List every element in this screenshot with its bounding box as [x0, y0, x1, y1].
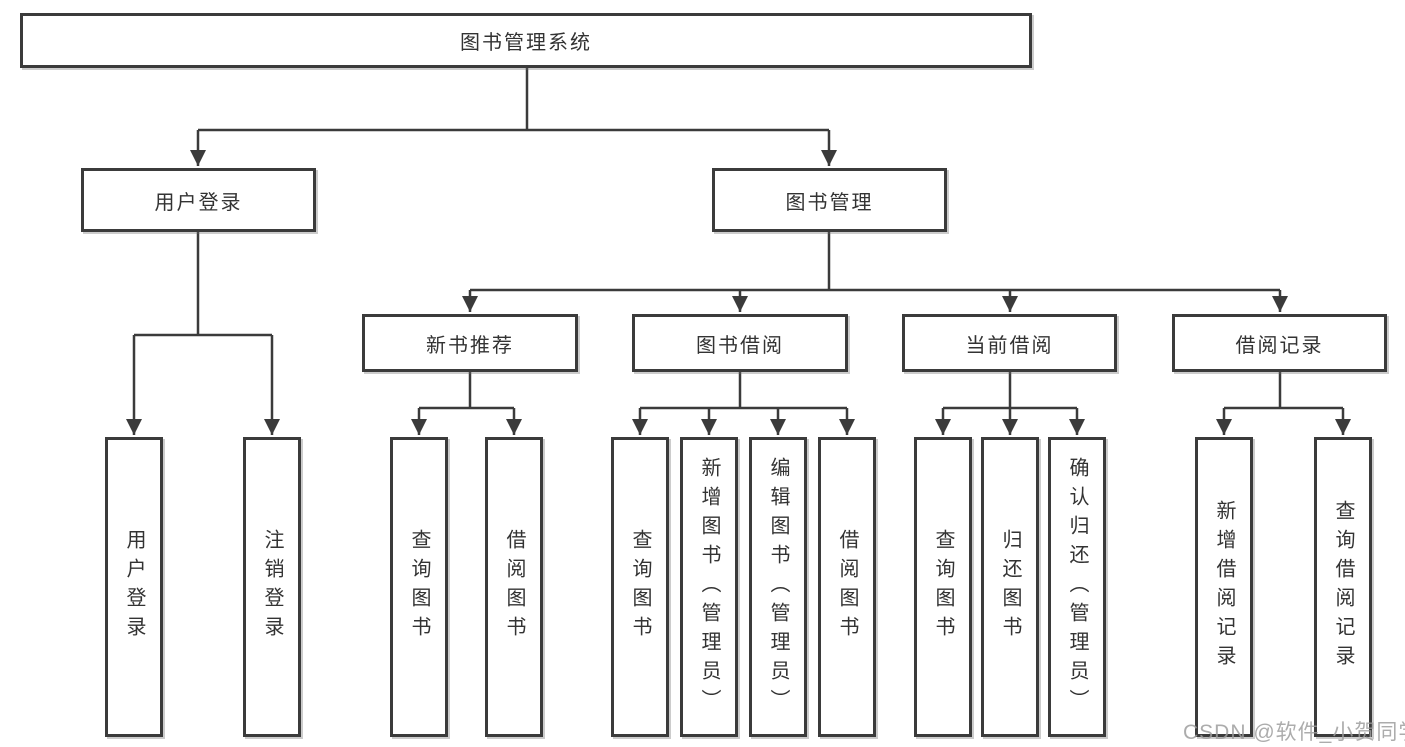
node-root-library-system: 图书管理系统 — [20, 13, 1032, 68]
leaf-label: 查询借阅记录 — [1332, 500, 1354, 674]
leaf-query-borrow-record: 查询借阅记录 — [1314, 437, 1372, 737]
leaf-label: 查询图书 — [629, 529, 651, 645]
leaf-label: 编辑图书（管理员） — [767, 456, 789, 718]
leaf-label: 新增借阅记录 — [1213, 500, 1235, 674]
leaf-user-login: 用户登录 — [105, 437, 163, 737]
leaf-query-books-recommend: 查询图书 — [390, 437, 448, 737]
leaf-label: 注销登录 — [261, 529, 283, 645]
leaf-logout: 注销登录 — [243, 437, 301, 737]
csdn-watermark: CSDN @软件_小贺同学 — [1183, 721, 1405, 744]
leaf-label: 查询图书 — [932, 529, 954, 645]
leaf-label: 用户登录 — [123, 529, 145, 645]
node-new-book-recommend: 新书推荐 — [362, 314, 578, 372]
leaf-label: 查询图书 — [408, 529, 430, 645]
leaf-borrow-books-recommend: 借阅图书 — [485, 437, 543, 737]
leaf-label: 借阅图书 — [503, 529, 525, 645]
node-current-borrowing: 当前借阅 — [902, 314, 1117, 372]
leaf-label: 新增图书（管理员） — [698, 456, 720, 718]
leaf-label: 确认归还（管理员） — [1066, 456, 1088, 718]
leaf-add-borrow-record: 新增借阅记录 — [1195, 437, 1253, 737]
leaf-edit-book-admin: 编辑图书（管理员） — [749, 437, 807, 737]
node-book-borrowing: 图书借阅 — [632, 314, 848, 372]
leaf-confirm-return-admin: 确认归还（管理员） — [1048, 437, 1106, 737]
leaf-query-books-borrow: 查询图书 — [611, 437, 669, 737]
leaf-borrow-books: 借阅图书 — [818, 437, 876, 737]
leaf-label: 归还图书 — [999, 529, 1021, 645]
leaf-query-books-current: 查询图书 — [914, 437, 972, 737]
leaf-label: 借阅图书 — [836, 529, 858, 645]
leaf-return-book: 归还图书 — [981, 437, 1039, 737]
node-borrowing-records: 借阅记录 — [1172, 314, 1387, 372]
leaf-add-book-admin: 新增图书（管理员） — [680, 437, 738, 737]
node-book-management: 图书管理 — [712, 168, 947, 232]
node-user-login: 用户登录 — [81, 168, 316, 232]
